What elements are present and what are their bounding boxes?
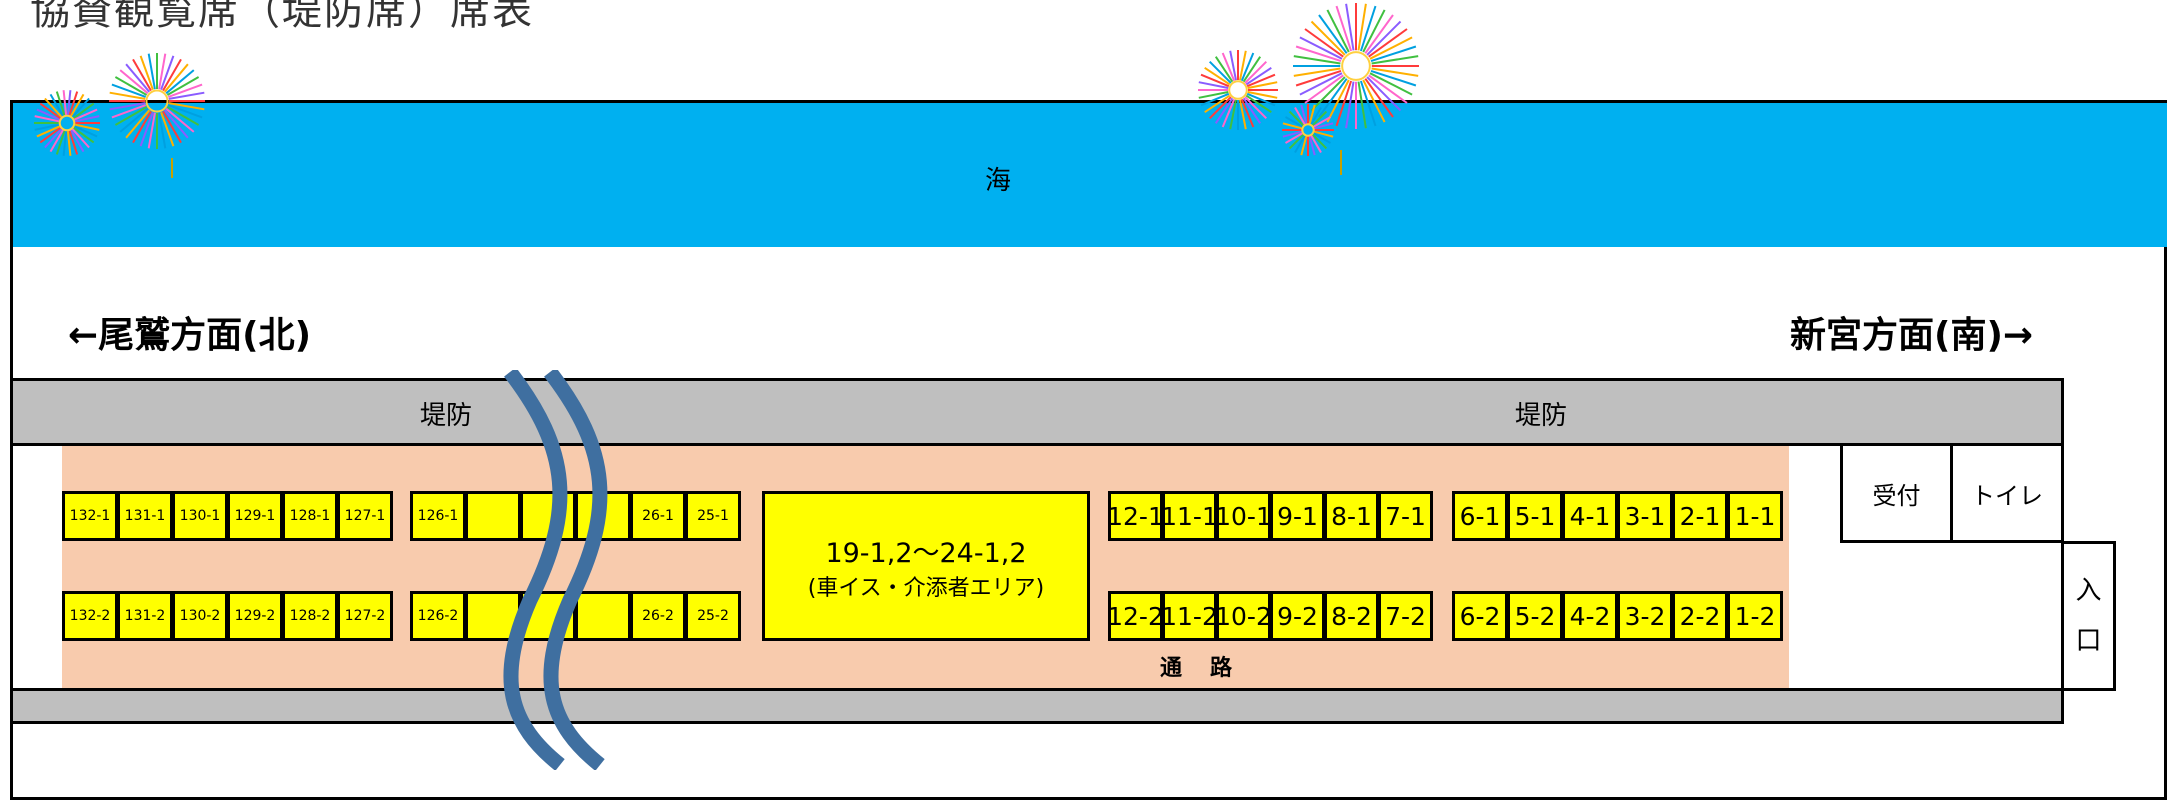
sea-label: 海 bbox=[985, 166, 1012, 196]
fireworks-icon bbox=[34, 53, 205, 178]
seat: 6-1 bbox=[1452, 491, 1508, 541]
seat: 4-2 bbox=[1562, 591, 1618, 641]
seat: 130-1 bbox=[172, 491, 228, 541]
seat: 132-2 bbox=[62, 591, 118, 641]
seat: 25-2 bbox=[685, 591, 741, 641]
aisle-label: 通路 bbox=[1160, 656, 1261, 681]
seat: 10-1 bbox=[1216, 491, 1271, 541]
fireworks-icon bbox=[1198, 3, 1419, 175]
reception-box: 受付 bbox=[1840, 443, 1953, 543]
embankment-label: 堤防 bbox=[1515, 401, 1568, 431]
seat: 5-2 bbox=[1507, 591, 1563, 641]
seat bbox=[465, 491, 521, 541]
seat: 9-2 bbox=[1270, 591, 1325, 641]
seat: 5-1 bbox=[1507, 491, 1563, 541]
wheelchair-area-seats: 19-1,2〜24-1,2 bbox=[825, 537, 1027, 569]
seat: 126-1 bbox=[410, 491, 466, 541]
seat: 128-2 bbox=[282, 591, 338, 641]
seat: 131-1 bbox=[117, 491, 173, 541]
seat: 3-2 bbox=[1617, 591, 1673, 641]
wheelchair-area: 19-1,2〜24-1,2 (車イス・介添者エリア) bbox=[762, 491, 1090, 641]
seat: 127-2 bbox=[337, 591, 393, 641]
seat: 12-1 bbox=[1108, 491, 1163, 541]
seat: 4-1 bbox=[1562, 491, 1618, 541]
seat: 9-1 bbox=[1270, 491, 1325, 541]
seat: 6-2 bbox=[1452, 591, 1508, 641]
seat: 10-2 bbox=[1216, 591, 1271, 641]
seat: 127-1 bbox=[337, 491, 393, 541]
page-title: 協賛観覧席（堤防席）席表 bbox=[30, 0, 534, 34]
toilet-box: トイレ bbox=[1950, 443, 2064, 543]
embankment-label: 堤防 bbox=[420, 401, 473, 431]
direction-north-label: ←尾鷲方面(北) bbox=[68, 315, 312, 356]
seat: 8-2 bbox=[1324, 591, 1379, 641]
seat: 130-2 bbox=[172, 591, 228, 641]
seat: 12-2 bbox=[1108, 591, 1163, 641]
wheelchair-area-note: (車イス・介添者エリア) bbox=[807, 575, 1045, 601]
seat: 26-1 bbox=[630, 491, 686, 541]
seat: 1-2 bbox=[1727, 591, 1783, 641]
seat: 129-2 bbox=[227, 591, 283, 641]
seat: 2-2 bbox=[1672, 591, 1728, 641]
seat: 129-1 bbox=[227, 491, 283, 541]
seat: 7-2 bbox=[1378, 591, 1433, 641]
seat: 131-2 bbox=[117, 591, 173, 641]
seat bbox=[575, 591, 631, 641]
seat: 126-2 bbox=[410, 591, 466, 641]
seat: 3-1 bbox=[1617, 491, 1673, 541]
seat: 26-2 bbox=[630, 591, 686, 641]
entrance-label-char: 口 bbox=[2075, 626, 2102, 656]
sea-area bbox=[13, 103, 2167, 247]
entrance-box: 入 口 bbox=[2061, 541, 2116, 691]
embankment-bottom bbox=[10, 688, 2064, 724]
seat: 25-1 bbox=[685, 491, 741, 541]
seat: 11-1 bbox=[1162, 491, 1217, 541]
seat: 11-2 bbox=[1162, 591, 1217, 641]
seat: 1-1 bbox=[1727, 491, 1783, 541]
entrance-label-char: 入 bbox=[2075, 576, 2102, 606]
seat: 7-1 bbox=[1378, 491, 1433, 541]
seat: 2-1 bbox=[1672, 491, 1728, 541]
seat: 8-1 bbox=[1324, 491, 1379, 541]
seat: 128-1 bbox=[282, 491, 338, 541]
seat: 132-1 bbox=[62, 491, 118, 541]
direction-south-label: 新宮方面(南)→ bbox=[1790, 315, 2034, 356]
embankment-top bbox=[10, 378, 2064, 446]
break-mark-icon bbox=[503, 370, 608, 770]
